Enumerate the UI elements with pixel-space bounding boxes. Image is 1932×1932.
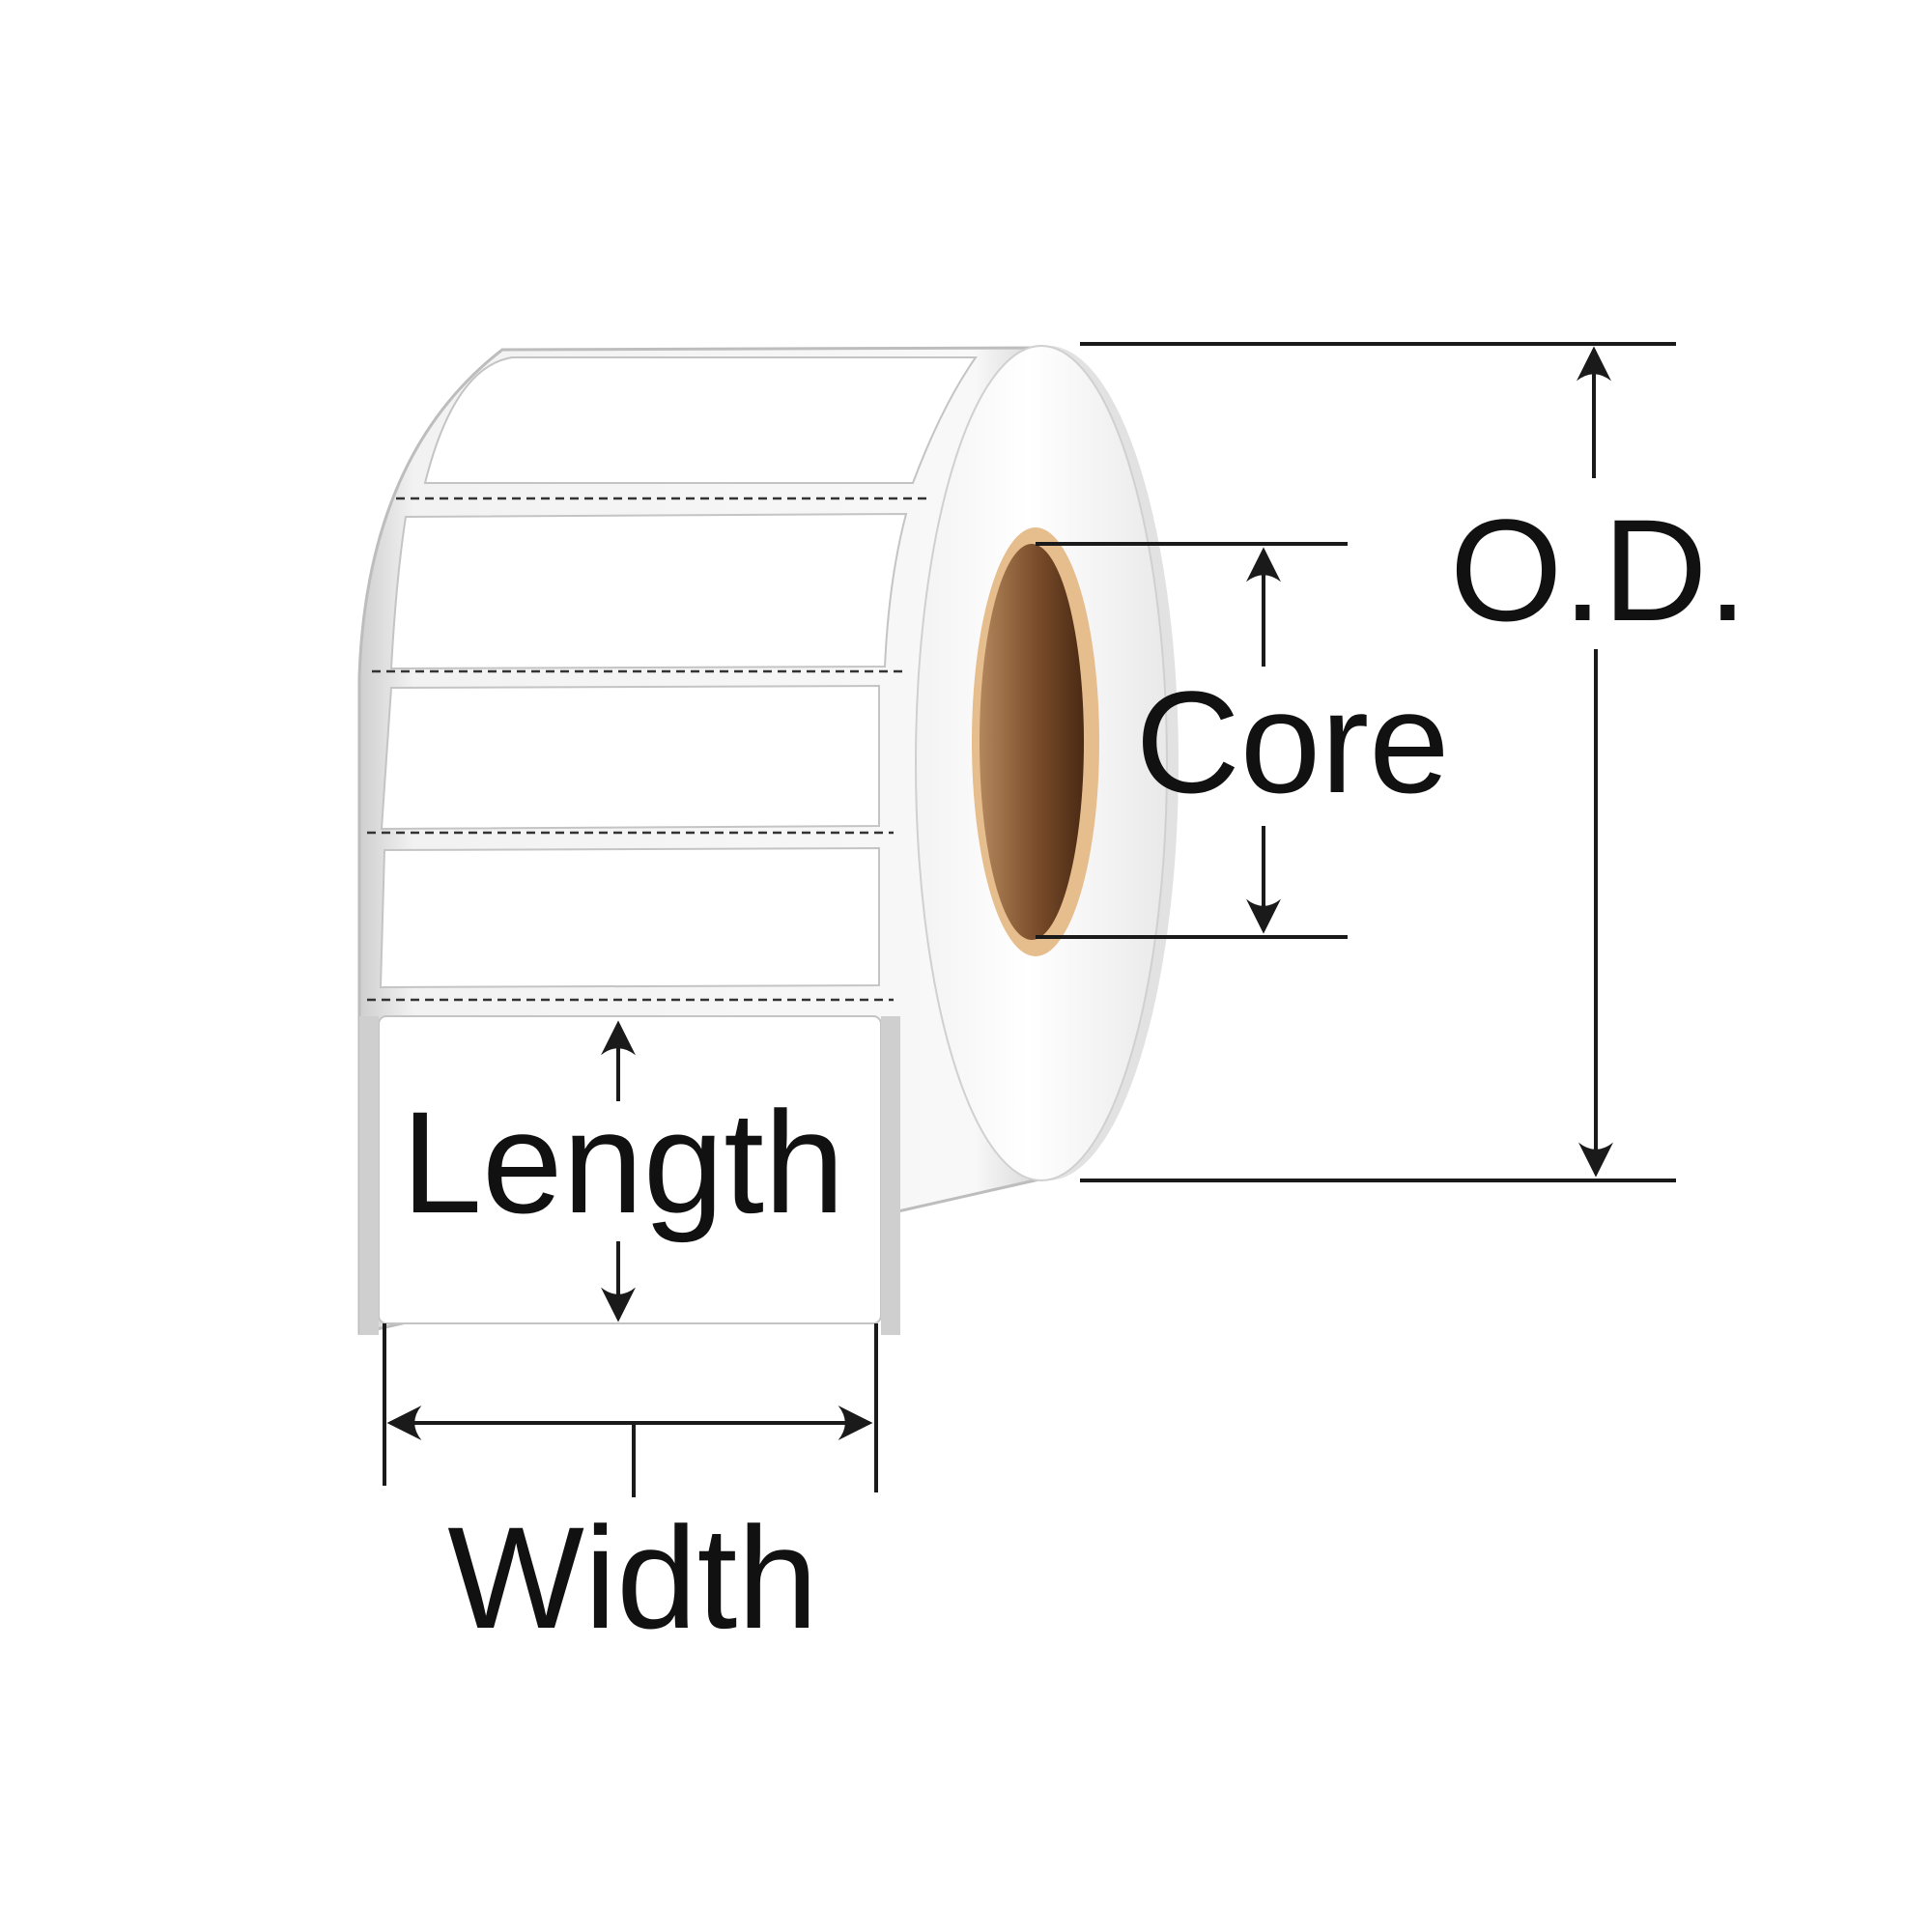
liner-edge-right xyxy=(881,1016,900,1335)
core-label: Core xyxy=(1135,661,1449,823)
width-label: Width xyxy=(447,1496,817,1659)
label-top xyxy=(423,356,978,484)
dimension-lines xyxy=(383,342,1676,1497)
od-label: O.D. xyxy=(1450,489,1747,651)
roll-body xyxy=(357,346,1045,1335)
roll-side-face xyxy=(915,345,1179,1181)
label-4 xyxy=(379,846,880,989)
core-hole xyxy=(980,544,1084,940)
length-label: Length xyxy=(402,1081,845,1243)
liner-edge xyxy=(359,1016,379,1335)
perforation-lines xyxy=(367,497,927,1002)
label-2 xyxy=(389,512,908,670)
label-3 xyxy=(380,684,880,831)
